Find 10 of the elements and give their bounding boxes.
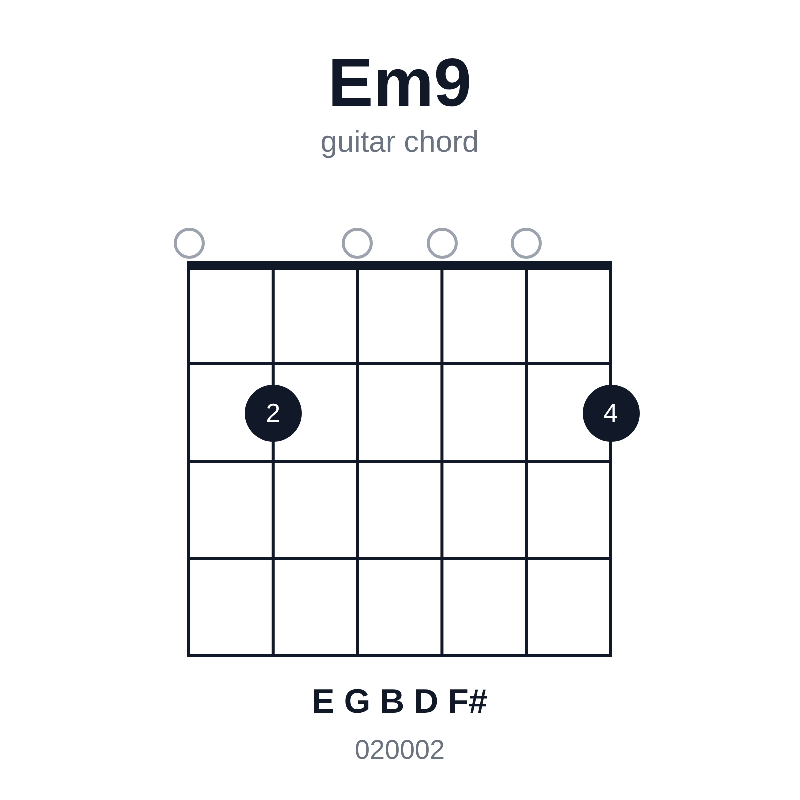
open-string-circle (174, 228, 204, 258)
chord-notes: E G B D F# (312, 684, 488, 722)
chord-subtitle: guitar chord (320, 126, 480, 159)
finger-dot: 2 (244, 384, 302, 442)
finger-dot: 4 (582, 384, 640, 442)
open-string-circle (342, 228, 374, 258)
open-string-circle (511, 228, 542, 258)
open-string-circle (426, 228, 458, 258)
fret-numbers: 020002 (354, 736, 446, 766)
chord-title: Em9 (328, 46, 472, 121)
